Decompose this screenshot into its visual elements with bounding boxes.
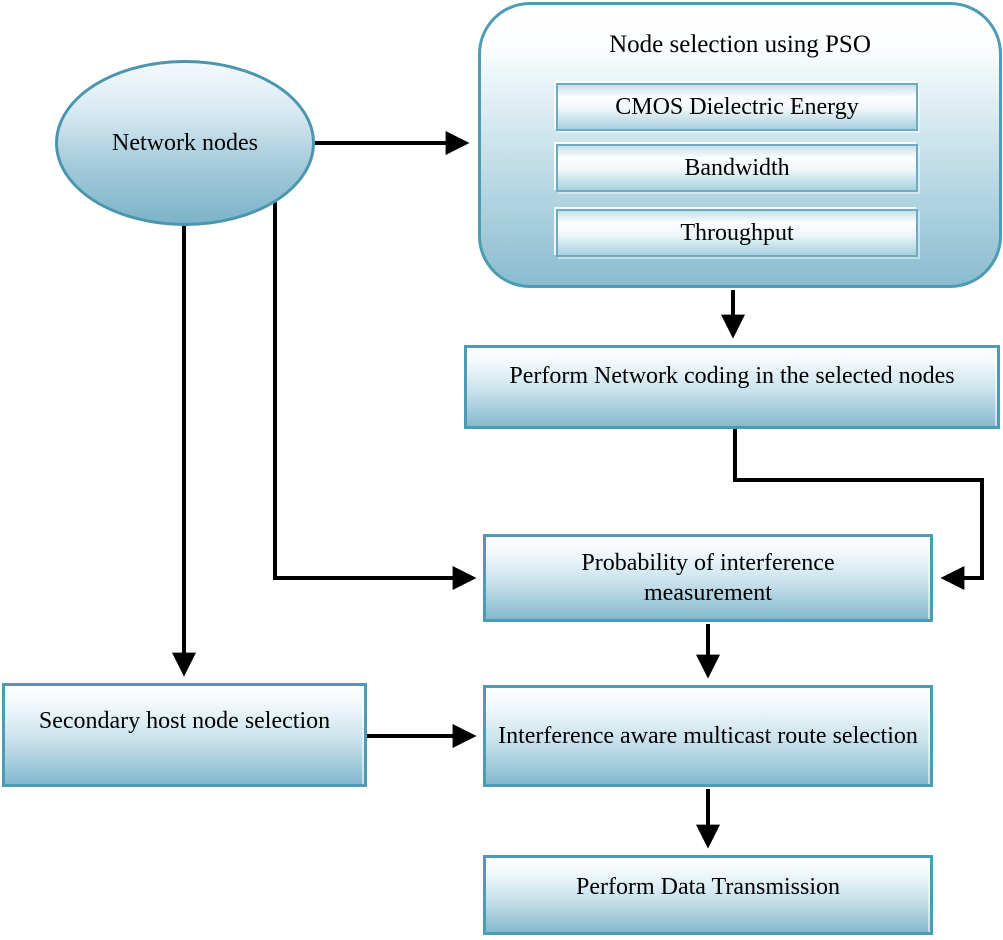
probability-measurement-label: Probability of interference measurement bbox=[581, 550, 835, 606]
node-pso-container: Node selection using PSO CMOS Dielectric… bbox=[478, 2, 1002, 288]
node-pso-item-bandwidth: Bandwidth bbox=[556, 144, 918, 192]
secondary-host-label: Secondary host node selection bbox=[38, 708, 331, 734]
pso-item-label: Throughput bbox=[680, 220, 794, 246]
network-nodes-label: Network nodes bbox=[112, 130, 258, 156]
multicast-route-label: Interference aware multicast route selec… bbox=[498, 723, 918, 749]
node-network-nodes: Network nodes bbox=[55, 60, 315, 226]
node-multicast-route-selection: Interference aware multicast route selec… bbox=[483, 685, 933, 787]
pso-title: Node selection using PSO bbox=[609, 31, 871, 58]
node-pso-item-throughput: Throughput bbox=[556, 209, 918, 257]
node-probability-measurement: Probability of interference measurement bbox=[483, 534, 933, 622]
arrow-network-coding-to-probability bbox=[733, 429, 984, 590]
network-coding-label: Perform Network coding in the selected n… bbox=[509, 363, 955, 389]
data-transmission-label: Perform Data Transmission bbox=[576, 874, 840, 900]
node-secondary-host-selection: Secondary host node selection bbox=[2, 683, 367, 787]
node-data-transmission: Perform Data Transmission bbox=[483, 855, 933, 935]
node-pso-item-cmos-dielectric-energy: CMOS Dielectric Energy bbox=[556, 83, 918, 131]
node-network-coding: Perform Network coding in the selected n… bbox=[464, 345, 1000, 429]
pso-item-label: Bandwidth bbox=[684, 155, 790, 181]
arrow-network-nodes-to-probability bbox=[273, 202, 477, 590]
pso-item-label: CMOS Dielectric Energy bbox=[615, 94, 859, 120]
